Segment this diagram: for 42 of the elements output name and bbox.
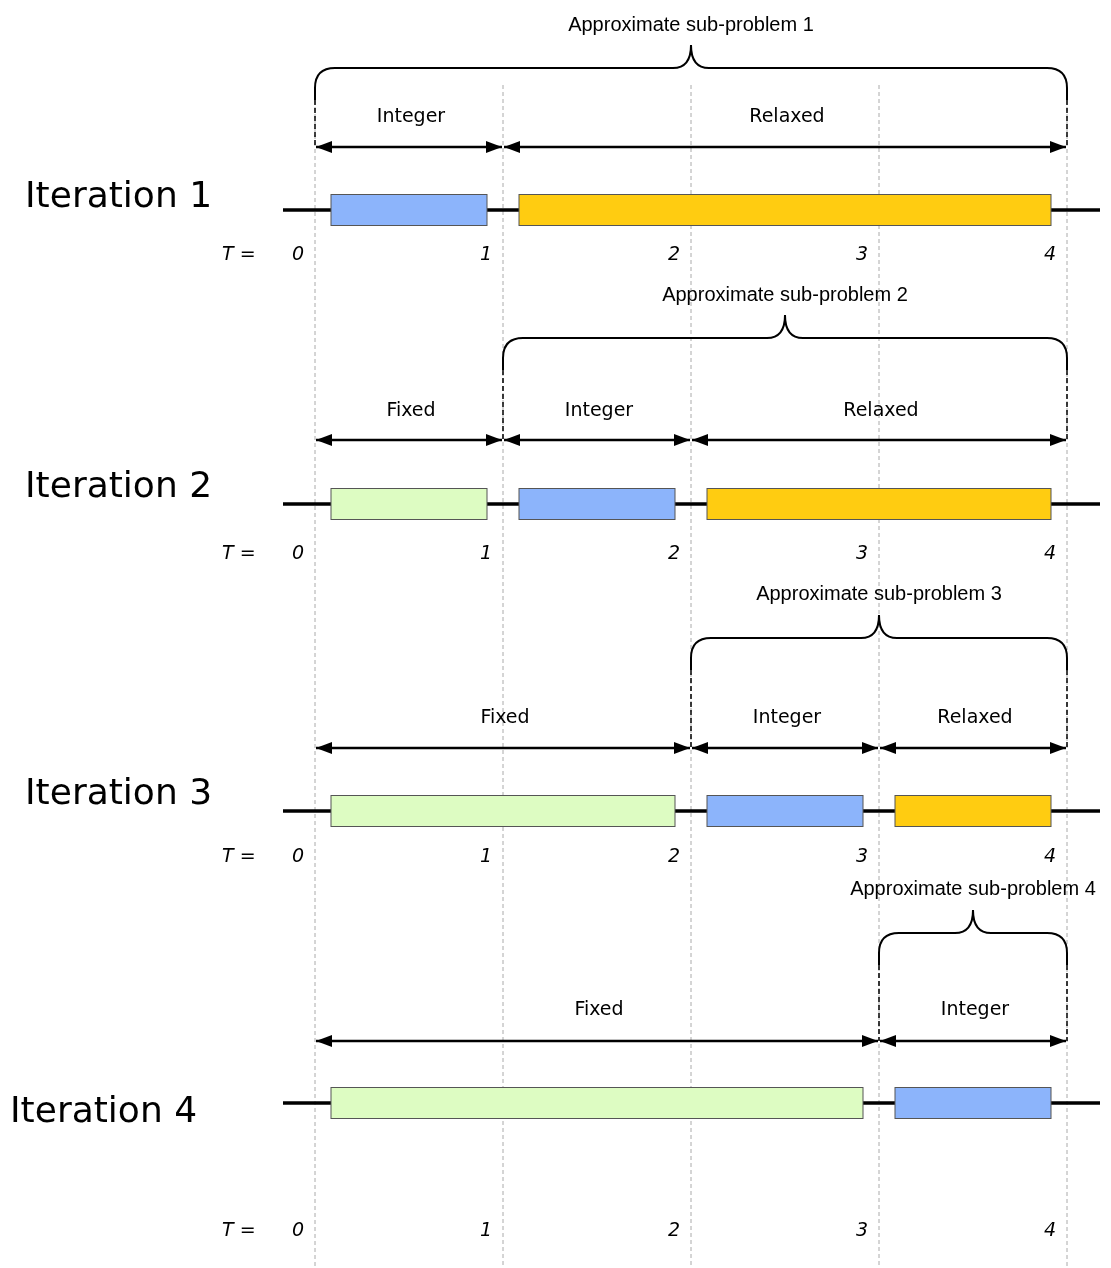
tick-label: 4 xyxy=(1043,243,1057,263)
iteration-label: Iteration 1 xyxy=(25,177,213,213)
tick-label: 0 xyxy=(291,1219,305,1239)
tick-label: 0 xyxy=(291,243,305,263)
segment-label: Relaxed xyxy=(937,706,1013,726)
tick-label: 1 xyxy=(479,845,493,865)
segment-label: Relaxed xyxy=(749,105,825,125)
tick-label: 3 xyxy=(855,243,869,263)
tick-label: 0 xyxy=(291,845,305,865)
time-axis-label: T = xyxy=(222,845,256,865)
iteration-label: Iteration 4 xyxy=(10,1092,198,1128)
time-axis-label: T = xyxy=(222,1219,256,1239)
segment-label: Integer xyxy=(564,399,634,419)
brace-title: Approximate sub-problem 4 xyxy=(850,878,1096,898)
tick-label: 1 xyxy=(479,1219,493,1239)
tick-label: 1 xyxy=(479,542,493,562)
tick-label: 2 xyxy=(667,1219,681,1239)
iteration-label: Iteration 3 xyxy=(25,774,213,810)
segment-label: Integer xyxy=(940,998,1010,1018)
tick-label: 2 xyxy=(667,243,681,263)
tick-label: 4 xyxy=(1043,542,1057,562)
time-axis-label: T = xyxy=(222,243,256,263)
tick-label: 1 xyxy=(479,243,493,263)
segment-label: Fixed xyxy=(574,998,624,1018)
segment-label: Integer xyxy=(376,105,446,125)
time-axis-label: T = xyxy=(222,542,256,562)
iteration-label: Iteration 2 xyxy=(25,467,213,503)
tick-label: 2 xyxy=(667,845,681,865)
brace-title: Approximate sub-problem 2 xyxy=(662,284,908,304)
brace-title: Approximate sub-problem 3 xyxy=(756,583,1002,603)
tick-label: 4 xyxy=(1043,1219,1057,1239)
tick-label: 0 xyxy=(291,542,305,562)
tick-label: 3 xyxy=(855,845,869,865)
segment-label: Fixed xyxy=(480,706,530,726)
segment-label: Integer xyxy=(752,706,822,726)
tick-label: 3 xyxy=(855,1219,869,1239)
tick-label: 3 xyxy=(855,542,869,562)
tick-label: 2 xyxy=(667,542,681,562)
brace-title: Approximate sub-problem 1 xyxy=(568,14,814,34)
segment-label: Relaxed xyxy=(843,399,919,419)
tick-label: 4 xyxy=(1043,845,1057,865)
segment-label: Fixed xyxy=(386,399,436,419)
